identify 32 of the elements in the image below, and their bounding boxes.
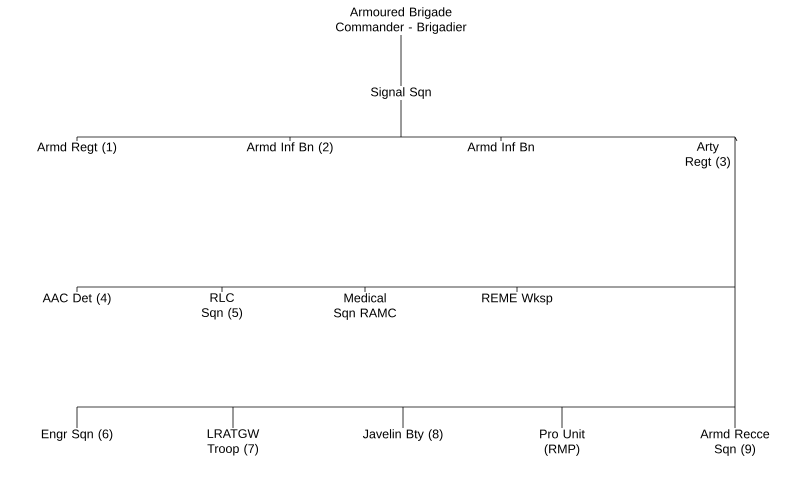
connector-line	[734, 136, 738, 142]
unit-label: Engr Sqn (6)	[42, 429, 112, 441]
unit-label: Medical Sqn RAMC	[334, 293, 396, 320]
unit-label: Pro Unit (RMP)	[540, 429, 585, 456]
connector-line	[734, 406, 736, 428]
unit-label: REME Wksp	[482, 293, 552, 305]
unit-label: Signal Sqn	[371, 87, 431, 99]
connector-line	[76, 136, 78, 142]
connector-line	[232, 406, 234, 428]
connector-line	[76, 406, 78, 428]
unit-label: Armd Inf Bn	[467, 142, 534, 152]
connector-line	[734, 136, 736, 288]
commander-label: Armoured Brigade Commander - Brigadier	[336, 7, 466, 34]
unit-label: Javelin Bty (8)	[362, 429, 442, 441]
connector-line	[400, 100, 402, 138]
connector-line	[76, 286, 736, 288]
connector-line	[734, 286, 736, 408]
connector-line	[76, 406, 736, 408]
connector-line	[76, 136, 736, 138]
connector-line	[76, 286, 78, 292]
connector-line	[402, 406, 404, 428]
connector-line	[500, 136, 502, 142]
unit-label: Armd Recce Sqn (9)	[700, 429, 770, 456]
connector-line	[364, 286, 366, 292]
connector-line	[516, 286, 518, 292]
unit-label: Armd Regt (1)	[37, 142, 116, 154]
unit-label: AAC Det (4)	[42, 293, 111, 305]
unit-label: LRATGW Troop (7)	[207, 429, 260, 456]
unit-label: Armd Inf Bn (2)	[246, 142, 333, 154]
unit-label: RLC Sqn (5)	[202, 293, 242, 320]
connector-line	[400, 34, 402, 86]
unit-label: Arty Regt (3)	[686, 142, 730, 168]
